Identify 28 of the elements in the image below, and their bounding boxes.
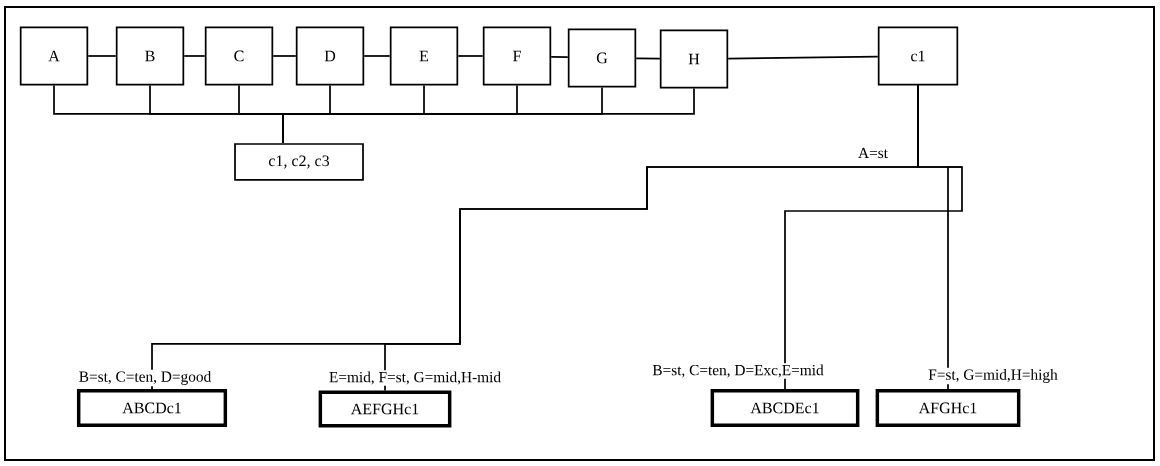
connector-line	[87, 55, 117, 57]
connector-line	[183, 55, 206, 57]
box: A	[19, 26, 89, 86]
connector-line	[917, 84, 963, 390]
box: c1, c2, c3	[234, 143, 364, 181]
connector-line	[727, 55, 879, 60]
connector-line	[550, 55, 569, 59]
box: H	[659, 29, 729, 89]
connector-line	[272, 55, 297, 57]
box: D	[295, 26, 365, 86]
connector-line	[457, 55, 484, 57]
result-box: AEFGHc1	[318, 390, 452, 428]
connector-line	[363, 55, 391, 57]
box: E	[389, 26, 459, 86]
box: B	[115, 26, 185, 86]
connector-line	[282, 87, 695, 144]
connector-line	[635, 57, 661, 60]
box: C	[204, 26, 274, 86]
result-box: AFGHc1	[875, 388, 1021, 428]
edge-label: B=st, C=ten, D=Exc,E=mid	[651, 363, 825, 379]
result-box: ABCDEc1	[710, 388, 860, 428]
branch-label: A=st	[856, 146, 890, 160]
edge-label: E=mid, F=st, G=mid,H-mid	[327, 370, 503, 386]
box: F	[482, 26, 552, 86]
box: G	[567, 28, 637, 88]
edge-label: B=st, C=ten, D=good	[77, 369, 213, 387]
box: c1	[877, 26, 959, 86]
edge-label: F=st, G=mid,H=high	[926, 367, 1060, 385]
